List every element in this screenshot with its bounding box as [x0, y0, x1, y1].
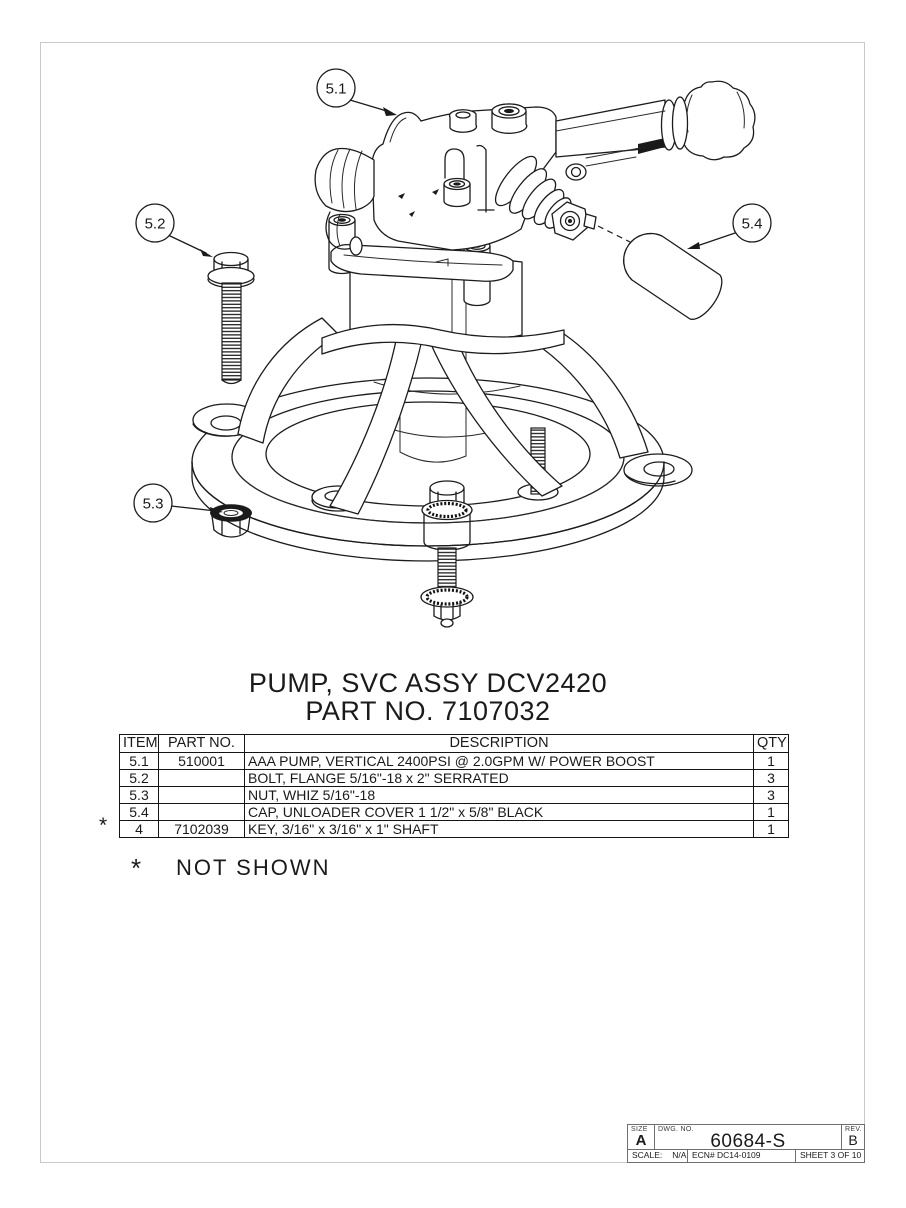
ecn-text: ECN# DC14-0109: [692, 1150, 761, 1160]
cell-part-no: [158, 803, 245, 821]
table-row: 5.4 CAP, UNLOADER COVER 1 1/2" x 5/8" BL…: [119, 803, 789, 821]
ecn-cell: ECN# DC14-0109: [687, 1150, 795, 1162]
flange-bolt-part: [207, 251, 255, 385]
cell-qty: 3: [753, 786, 789, 804]
cell-item: 5.2: [119, 769, 159, 787]
cell-qty: 3: [753, 769, 789, 787]
drawing-title-line2: PART NO. 7107032: [305, 695, 551, 726]
installed-bolt-and-nut: [420, 480, 474, 628]
cell-description: KEY, 3/16" x 3/16" x 1" SHAFT: [244, 820, 754, 838]
sheet-text: SHEET 3 OF 10: [800, 1150, 862, 1160]
callout-label: 5.1: [326, 81, 347, 98]
cell-description: NUT, WHIZ 5/16"-18: [244, 786, 754, 804]
cell-description: AAA PUMP, VERTICAL 2400PSI @ 2.0GPM W/ P…: [244, 752, 754, 770]
size-cell: SIZE A: [628, 1125, 654, 1149]
cell-qty: 1: [753, 752, 789, 770]
drawing-title: PUMP, SVC ASSY DCV2420 PART NO. 7107032: [117, 668, 739, 726]
col-header-qty: QTY: [753, 734, 789, 753]
col-header-item: ITEM: [119, 734, 159, 753]
pump-assembly: [191, 80, 756, 628]
cell-qty: 1: [753, 803, 789, 821]
title-block: SIZE A DWG. NO. 60684-S REV. B SCALE: N/A…: [627, 1124, 865, 1163]
size-value: A: [635, 1132, 647, 1149]
cell-item: 5.1: [119, 752, 159, 770]
cell-qty: 1: [753, 820, 789, 838]
sheet-cell: SHEET 3 OF 10: [795, 1150, 864, 1162]
col-header-description: DESCRIPTION: [244, 734, 754, 753]
col-header-part-no: PART NO.: [158, 734, 245, 753]
callout-balloon-5-2: 5.2: [135, 203, 175, 243]
callout-balloon-5-4: 5.4: [732, 203, 772, 243]
title-block-row2: SCALE: N/A ECN# DC14-0109 SHEET 3 OF 10: [628, 1150, 864, 1162]
cell-part-no: [158, 769, 245, 787]
callout-label: 5.4: [742, 216, 763, 233]
title-block-row1: SIZE A DWG. NO. 60684-S REV. B: [628, 1125, 864, 1150]
callout-label: 5.3: [143, 496, 164, 513]
callout-leaders: [167, 99, 739, 514]
unloader-cap-part: [623, 232, 723, 320]
scale-label: SCALE:: [632, 1150, 663, 1160]
scale-cell: SCALE: N/A: [628, 1150, 687, 1162]
table-header-row: ITEM PART NO. DESCRIPTION QTY: [119, 734, 789, 753]
table-row: 5.2 BOLT, FLANGE 5/16"-18 x 2" SERRATED …: [119, 769, 789, 787]
sheet-border: [40, 42, 865, 1163]
cell-part-no: 7102039: [158, 820, 245, 838]
footnote-text: NOT SHOWN: [176, 855, 331, 880]
dwg-no-value: 60684-S: [710, 1131, 786, 1149]
cell-description: CAP, UNLOADER COVER 1 1/2" x 5/8" BLACK: [244, 803, 754, 821]
table-row: 5.1 510001 AAA PUMP, VERTICAL 2400PSI @ …: [119, 752, 789, 770]
rev-label: REV.: [845, 1126, 862, 1133]
whiz-nut-part: [210, 504, 252, 538]
callout-balloon-5-1: 5.1: [316, 68, 356, 108]
footnote-marker: *: [131, 853, 142, 883]
cell-item: 5.4: [119, 803, 159, 821]
rev-value: B: [848, 1132, 858, 1148]
not-shown-footnote: * NOT SHOWN: [131, 853, 330, 884]
rev-cell: REV. B: [841, 1125, 864, 1149]
table-row: 4 7102039 KEY, 3/16" x 3/16" x 1" SHAFT …: [119, 820, 789, 838]
dwg-no-label: DWG. NO.: [658, 1126, 694, 1133]
cell-part-no: 510001: [158, 752, 245, 770]
dwg-no-cell: DWG. NO. 60684-S: [654, 1125, 841, 1149]
cell-part-no: [158, 786, 245, 804]
parts-table: ITEM PART NO. DESCRIPTION QTY 5.1 510001…: [119, 734, 789, 838]
table-row: 5.3 NUT, WHIZ 5/16"-18 3: [119, 786, 789, 804]
cell-item: 4: [119, 820, 159, 838]
scale-value: N/A: [672, 1150, 687, 1160]
callout-label: 5.2: [145, 216, 166, 233]
cell-item: 5.3: [119, 786, 159, 804]
size-label: SIZE: [631, 1126, 648, 1133]
callout-balloon-5-3: 5.3: [133, 483, 173, 523]
drawing-title-line1: PUMP, SVC ASSY DCV2420: [248, 668, 608, 698]
not-shown-row-marker: *: [99, 814, 108, 837]
cell-description: BOLT, FLANGE 5/16"-18 x 2" SERRATED: [244, 769, 754, 787]
